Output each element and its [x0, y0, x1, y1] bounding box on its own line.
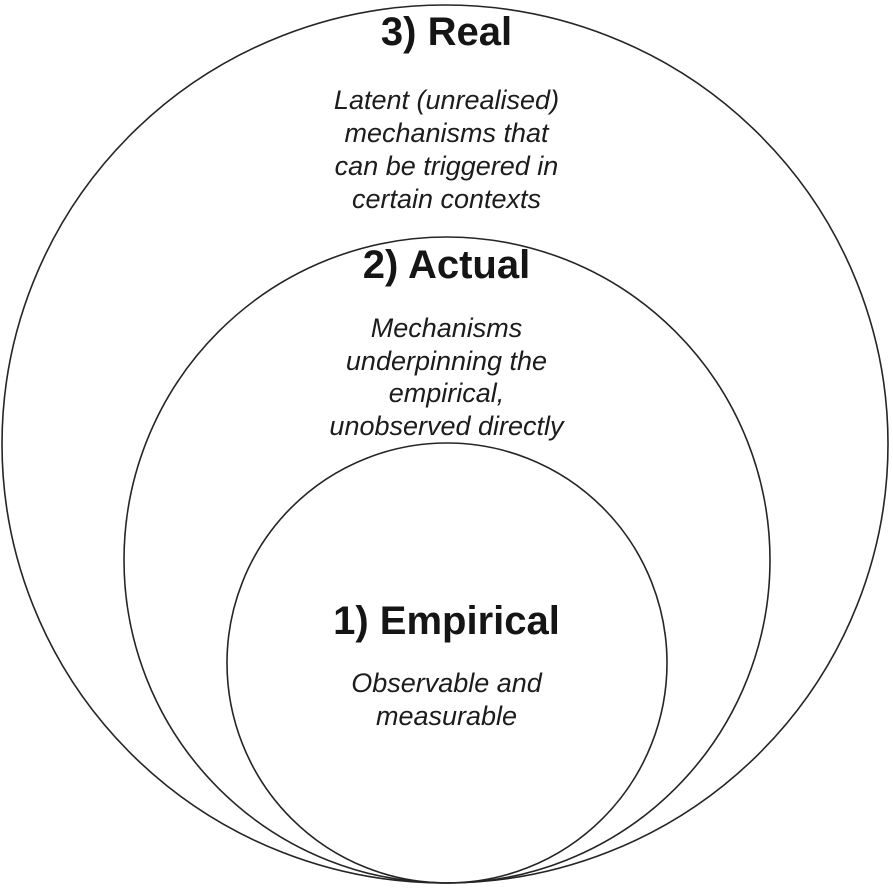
- actual-layer-description: Mechanisms underpinning the empirical, u…: [329, 313, 564, 441]
- actual-layer-title: 2) Actual: [362, 243, 531, 287]
- real-layer-description: Latent (unrealised) mechanisms that can …: [333, 85, 560, 214]
- empirical-layer-description: Observable and measurable: [351, 668, 542, 731]
- empirical-circle: [226, 442, 668, 884]
- empirical-layer-title: 1) Empirical: [333, 599, 560, 643]
- real-layer-title: 3) Real: [380, 10, 513, 54]
